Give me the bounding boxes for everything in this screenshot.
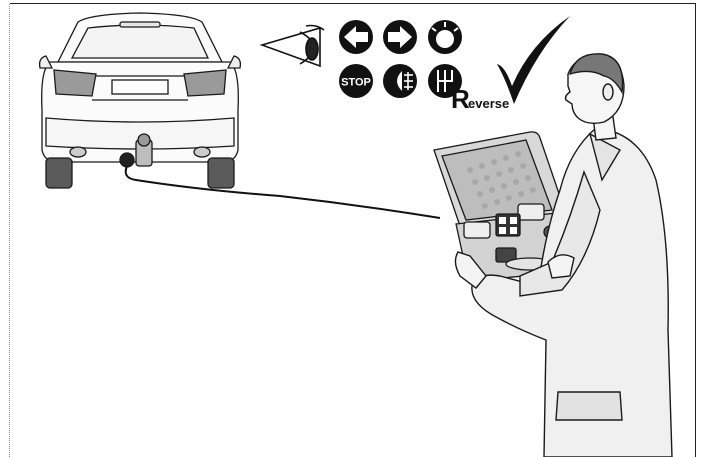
- checkmark-icon: [497, 16, 570, 104]
- illustration-frame: [10, 3, 696, 457]
- eye-icon: [259, 24, 325, 68]
- reverse-gear-icon: R everse: [428, 64, 509, 114]
- left-margin-dotted-line: [9, 4, 10, 457]
- reverse-r-letter: R: [451, 84, 470, 114]
- reverse-label: everse: [468, 96, 509, 111]
- turn-left-indicator-icon: [339, 20, 373, 54]
- technician: [454, 53, 673, 457]
- hazard-lights-icon: [428, 20, 462, 54]
- stop-label: STOP: [341, 77, 371, 89]
- test-cable: [124, 165, 441, 219]
- stop-light-icon: STOP: [339, 64, 373, 98]
- car-rear-view: [38, 12, 242, 189]
- fog-light-icon: [383, 64, 417, 98]
- turn-right-indicator-icon: [383, 20, 417, 54]
